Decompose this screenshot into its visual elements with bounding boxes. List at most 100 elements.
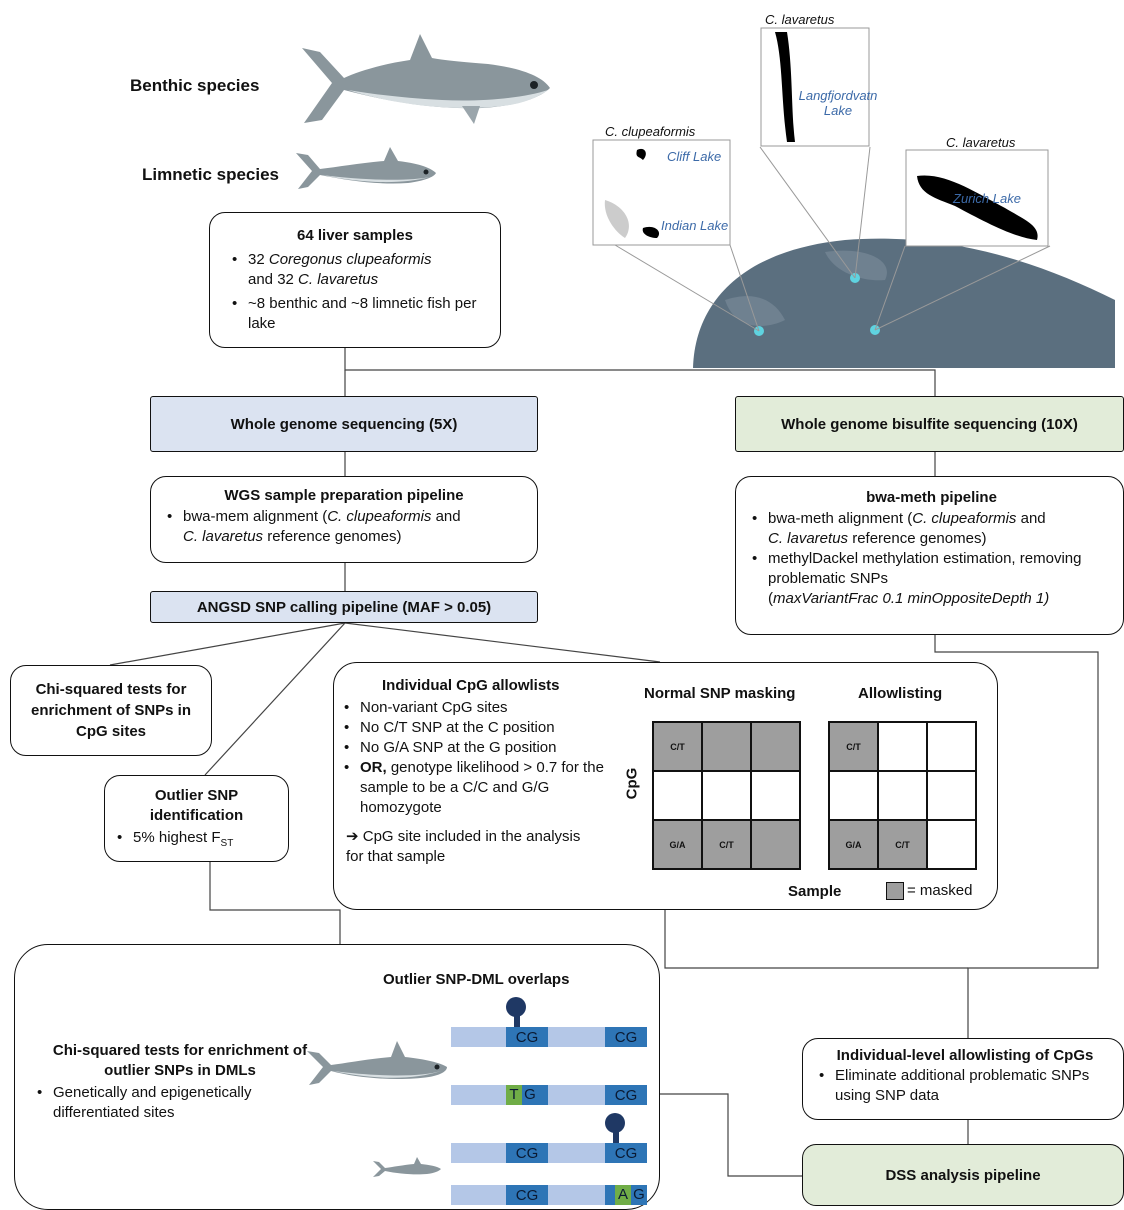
connector-angsd-outlier (204, 622, 346, 776)
normal-masking-label: Normal SNP masking (644, 685, 796, 702)
normal-grid-cell (702, 722, 751, 771)
chisq-box: Chi-squared tests for enrichment of SNPs… (10, 665, 212, 756)
allow-grid-cell: C/T (829, 722, 878, 771)
allowlist-bullet-1: Non-variant CpG sites (338, 698, 618, 718)
strand-4-cg-left: CG (506, 1185, 548, 1205)
strand-2 (451, 1085, 647, 1105)
globe-shape (693, 238, 1115, 368)
wgs-box: Whole genome sequencing (5X) (150, 396, 538, 452)
connector-angsd-chisq (109, 622, 346, 666)
strand-1-cg-left: CG (506, 1027, 548, 1047)
normal-grid-cell (653, 771, 702, 820)
overlap-benthic-fish (307, 1041, 447, 1085)
bwameth-bullet-1: bwa-meth alignment (C. clupeaformis andC… (746, 509, 1117, 549)
limnetic-fish-illustration (296, 147, 436, 189)
samples-bullet-2: ~8 benthic and ~8 limnetic fish per lake (226, 294, 484, 334)
limnetic-species-label: Limnetic species (142, 165, 280, 184)
samples-box: 64 liver samples 32 Coregonus clupeaform… (209, 212, 501, 348)
wgs-prep-bullet: bwa-mem alignment (C. clupeaformis andC.… (161, 507, 527, 547)
normal-grid-cell (702, 771, 751, 820)
sample-axis-label: Sample (788, 883, 842, 900)
wgbs-box: Whole genome bisulfite sequencing (10X) (735, 396, 1124, 452)
outlier-box: Outlier SNP identification 5% highest FS… (104, 775, 289, 862)
allow-grid-cell (927, 771, 976, 820)
allowlist-arrow-note: ➔ CpG site included in the analysis for … (346, 828, 581, 865)
snp-t: T (506, 1085, 522, 1105)
wgs-prep-title: WGS sample preparation pipeline (224, 487, 464, 504)
dss-box: DSS analysis pipeline (802, 1144, 1124, 1206)
outlier-title: Outlier SNP identification (149, 787, 244, 824)
normal-grid-cell (751, 771, 800, 820)
methyl-lollipop-2 (605, 1113, 625, 1133)
strand-1-cg-right: CG (605, 1027, 647, 1047)
langfjordvatn-lake-label: Langfjordvatn Lake (798, 88, 878, 118)
world-map (592, 27, 1115, 368)
strand-2-cg-right: CG (605, 1085, 647, 1105)
cliff-lake-label: Cliff Lake (667, 149, 722, 164)
methyl-lollipop-1 (506, 997, 526, 1017)
normal-grid-cell: C/T (653, 722, 702, 771)
allowlist-bullet-3: No G/A SNP at the G position (338, 738, 618, 758)
snp-a: A (615, 1185, 631, 1205)
overlap-title: Outlier SNP-DML overlaps (383, 971, 570, 988)
inset2-species-label: C. lavaretus (765, 12, 835, 27)
connector-allowlist-individual (664, 910, 968, 969)
overlap-chi-title: Chi-squared tests for enrichment of outl… (52, 1042, 308, 1079)
overlap-bullet: Genetically and epigenetically different… (31, 1083, 311, 1123)
benthic-species-label: Benthic species (130, 76, 260, 95)
connector-overlap-dss (660, 1093, 802, 1177)
right-arrow-icon: ➔ (346, 828, 359, 845)
allow-grid-cell (927, 722, 976, 771)
allow-grid-cell (878, 722, 927, 771)
indian-lake-label: Indian Lake (661, 218, 729, 233)
inset1-species-label: C. clupeaformis (605, 124, 696, 139)
strand-1 (451, 1027, 647, 1047)
inset3-species-label: C. lavaretus (946, 135, 1016, 150)
allowlist-bullet-4: OR, genotype likelihood > 0.7 for the sa… (338, 758, 618, 818)
connector-bwameth-individual (934, 635, 1099, 1038)
connector-angsd-allowlist (344, 622, 661, 663)
normal-grid-cell: C/T (702, 820, 751, 869)
benthic-fish-illustration (302, 34, 550, 124)
samples-title: 64 liver samples (297, 227, 413, 244)
methyl-stem-2 (613, 1127, 619, 1143)
allowlist-box: Individual CpG allowlists Non-variant Cp… (333, 662, 998, 910)
connector-samples-split (344, 348, 936, 396)
individual-bullet: Eliminate additional problematic SNPs us… (813, 1066, 1117, 1106)
allow-grid-cell: G/A (829, 820, 878, 869)
strand-3-cg-right: CG (605, 1143, 647, 1163)
allow-grid-cell (927, 820, 976, 869)
masked-legend-label: = masked (907, 882, 973, 899)
individual-box: Individual-level allowlisting of CpGs El… (802, 1038, 1124, 1120)
normal-grid-cell (751, 820, 800, 869)
normal-grid-cell: G/A (653, 820, 702, 869)
normal-grid-cell (751, 722, 800, 771)
allow-grid-cell (878, 771, 927, 820)
overlap-box: Outlier SNP-DML overlaps Chi-squared tes… (14, 944, 660, 1210)
bwameth-bullet-2: methylDackel methylation estimation, rem… (746, 549, 1117, 609)
individual-title: Individual-level allowlisting of CpGs (836, 1047, 1094, 1064)
wgs-prep-box: WGS sample preparation pipeline bwa-mem … (150, 476, 538, 563)
overlap-limnetic-fish (373, 1157, 441, 1177)
outlier-bullet: 5% highest FST (111, 828, 282, 854)
masked-legend-swatch (886, 882, 904, 900)
strand-4 (451, 1185, 647, 1205)
allow-grid-cell (829, 771, 878, 820)
angsd-box: ANGSD SNP calling pipeline (MAF > 0.05) (150, 591, 538, 623)
allowlisting-label: Allowlisting (858, 685, 943, 702)
bwameth-box: bwa-meth pipeline bwa-meth alignment (C.… (735, 476, 1124, 635)
strand-3 (451, 1143, 647, 1163)
allowlist-bullet-2: No C/T SNP at the C position (338, 718, 618, 738)
cpg-axis-label: CpG (623, 767, 641, 800)
allow-grid-cell: C/T (878, 820, 927, 869)
strand-3-cg-left: CG (506, 1143, 548, 1163)
zurich-lake-label: Zurich Lake (953, 191, 1021, 206)
inset-langfjordvatn (760, 27, 870, 147)
bwameth-title: bwa-meth pipeline (866, 489, 997, 506)
